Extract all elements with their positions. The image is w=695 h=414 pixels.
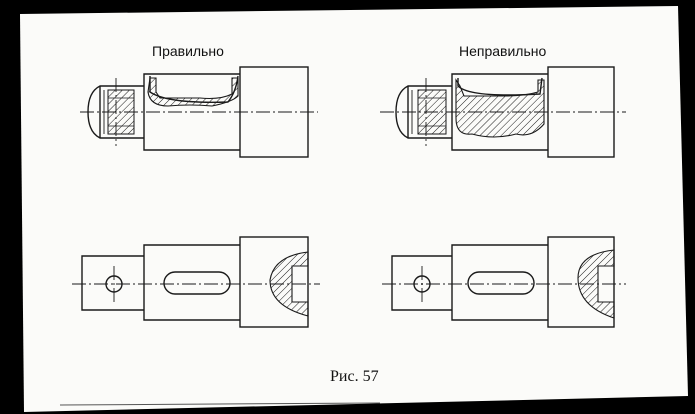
- shaft-large-cylinder: [547, 236, 615, 328]
- shaft-end-pin: [391, 255, 452, 311]
- keyway-slot: [163, 271, 231, 295]
- shaft-middle-body: [451, 244, 548, 321]
- figure-caption: Рис. 57: [330, 368, 379, 385]
- local-cut-outline: [457, 77, 543, 96]
- label-incorrect: Неправильно: [459, 43, 547, 59]
- keyway-slot: [467, 271, 535, 295]
- label-correct: Правильно: [152, 43, 224, 59]
- local-cut-hatched: [147, 77, 239, 107]
- shaft-end-pin: [81, 255, 144, 311]
- shaft-large-cylinder: [239, 236, 309, 328]
- shaft-middle-body: [143, 244, 240, 321]
- end-bore-section: [577, 249, 615, 319]
- scan-edge: [59, 402, 381, 406]
- shaft-middle-body: [143, 73, 240, 151]
- thread-end: [395, 85, 452, 139]
- shaft-bottom-incorrect: [391, 236, 615, 328]
- center-lines: [72, 78, 626, 302]
